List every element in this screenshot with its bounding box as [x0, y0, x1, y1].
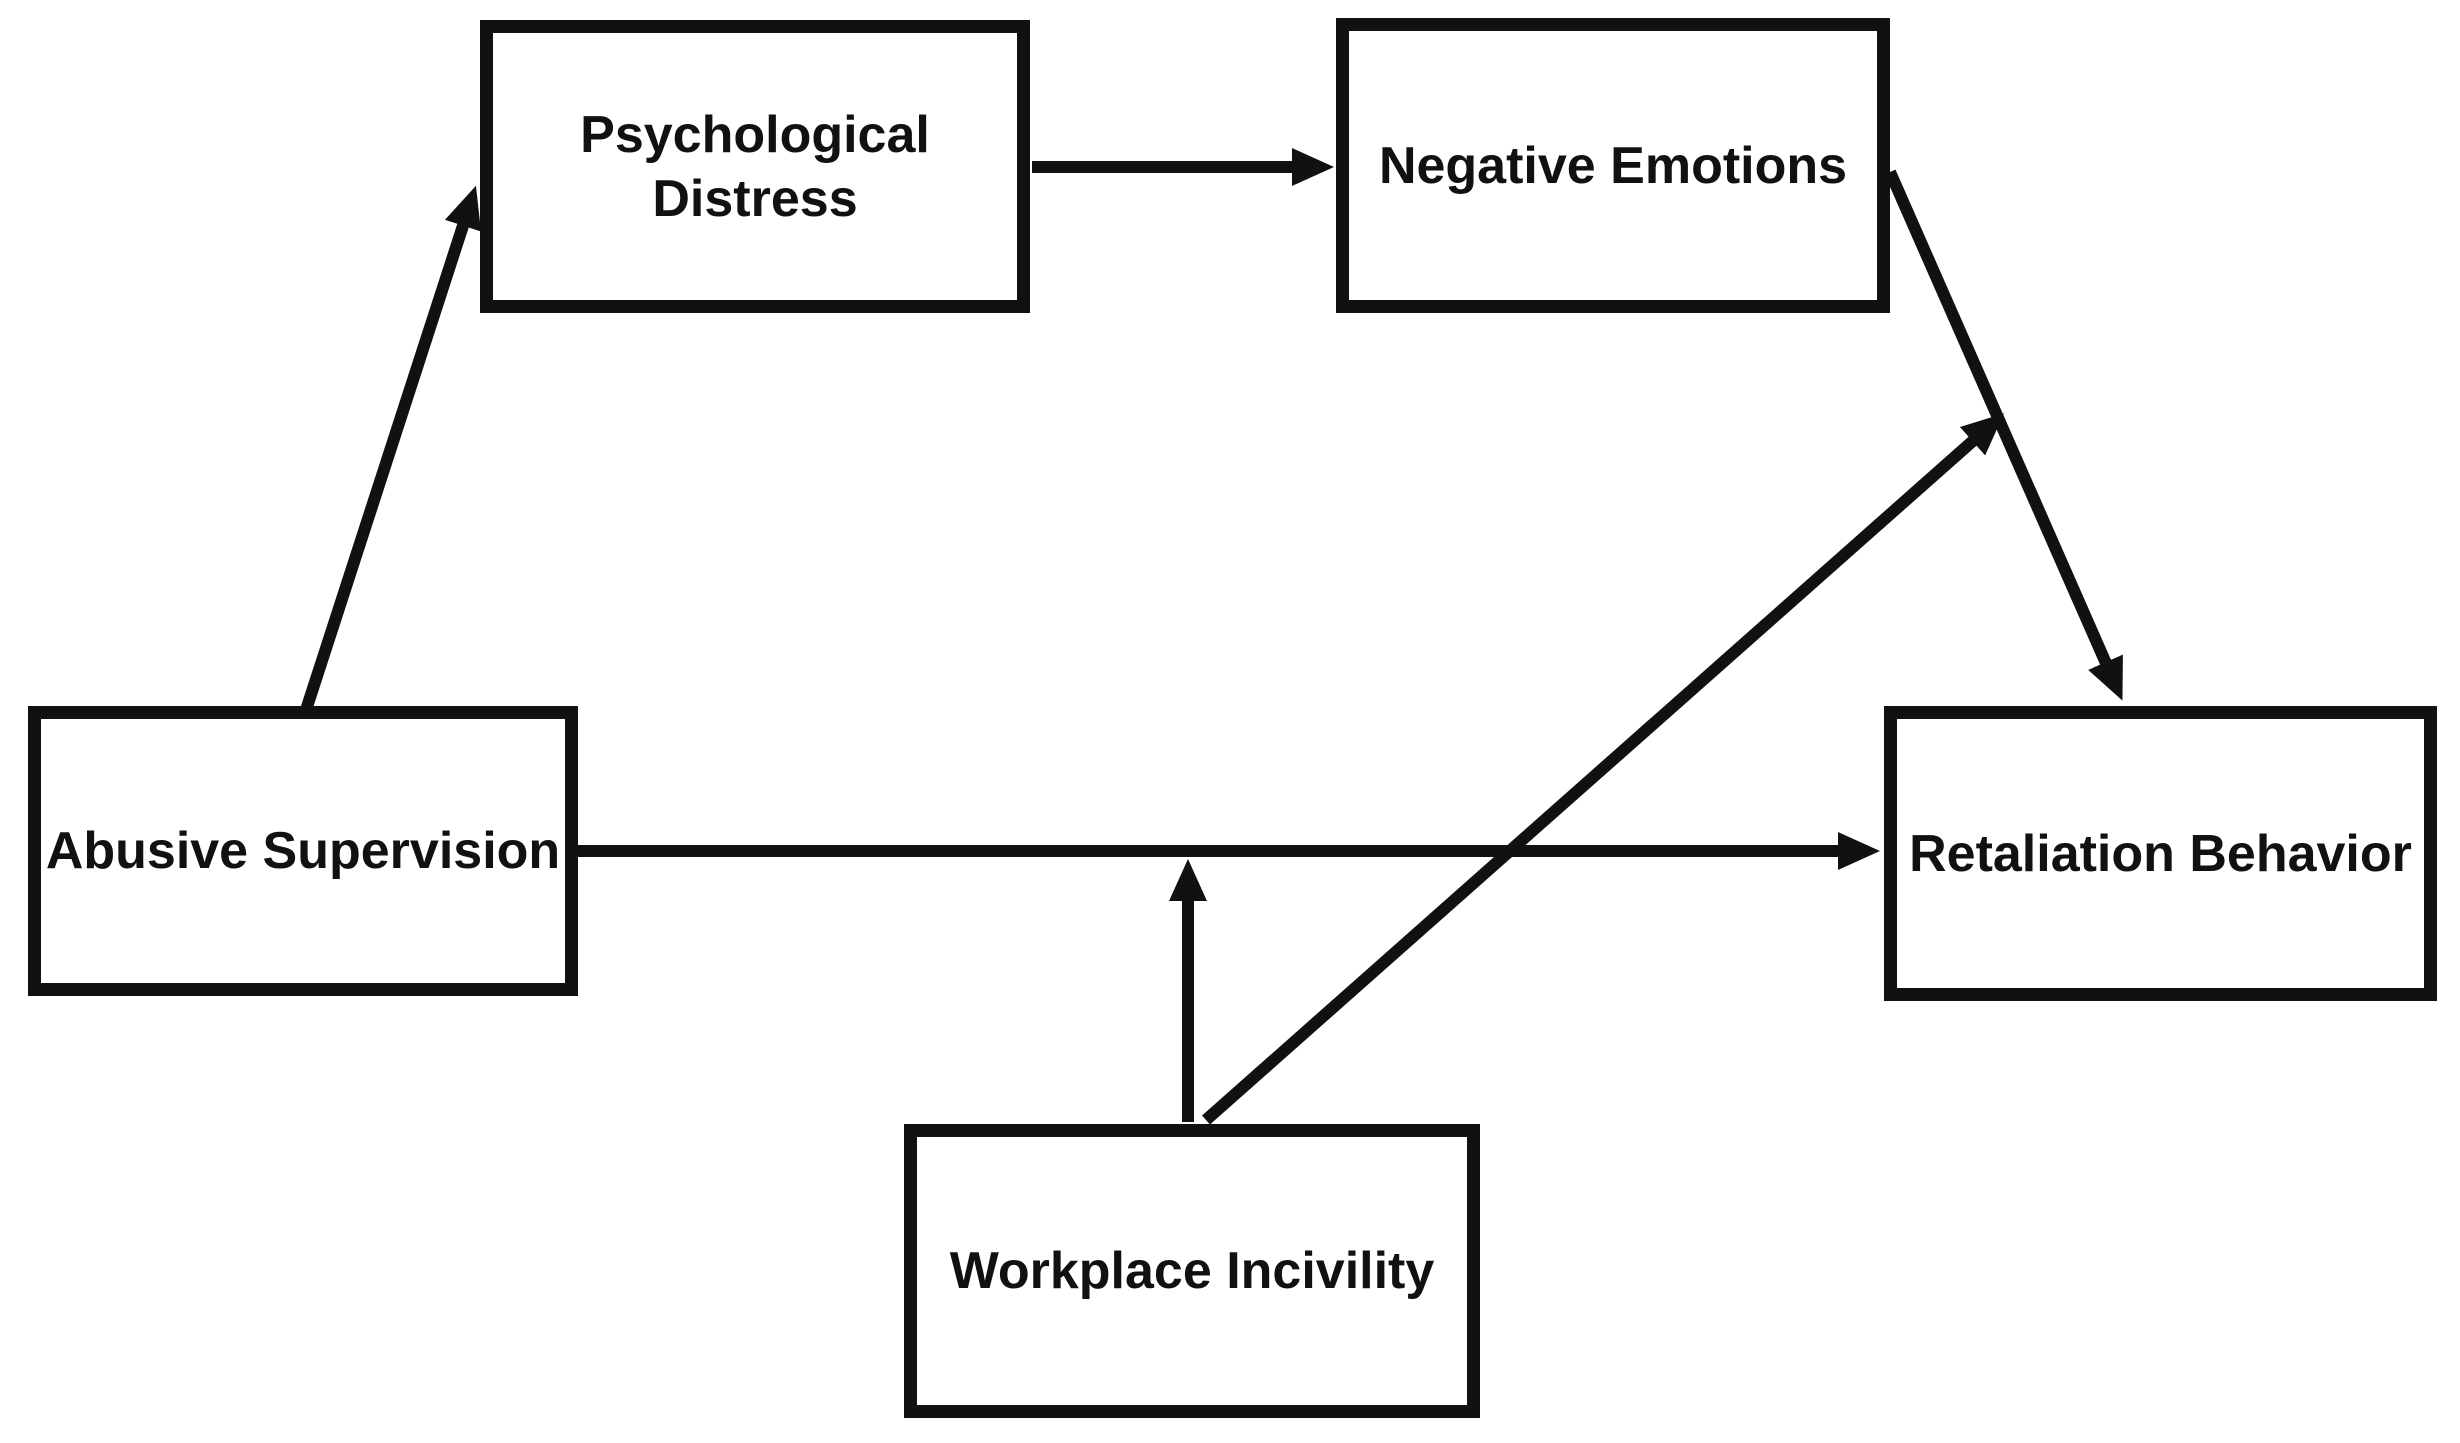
node-negative-emotions: Negative Emotions — [1336, 18, 1890, 313]
node-retaliation-behavior: Retaliation Behavior — [1884, 706, 2437, 1001]
node-abusive-supervision: Abusive Supervision — [28, 706, 578, 996]
node-label-negative-emotions: Negative Emotions — [1378, 136, 1848, 195]
node-label-workplace-incivility: Workplace Incivility — [949, 1242, 1435, 1300]
node-workplace-incivility: Workplace Incivility — [904, 1124, 1480, 1418]
arrow-abusive-supervision-to-psychological-distress — [300, 185, 482, 712]
node-label-abusive-supervision: Abusive Supervision — [45, 822, 561, 880]
node-label-retaliation-behavior: Retaliation Behavior — [1909, 824, 2412, 883]
node-psychological-distress: Psychological Distress — [480, 20, 1030, 313]
arrow-negative-emotions-to-retaliation-behavior — [1884, 169, 2123, 701]
edges-group — [300, 148, 2123, 1125]
arrow-workplace-incivility-to-mediated-path — [1202, 413, 2004, 1125]
node-label-psychological-distress: Psychological Distress — [580, 105, 930, 228]
